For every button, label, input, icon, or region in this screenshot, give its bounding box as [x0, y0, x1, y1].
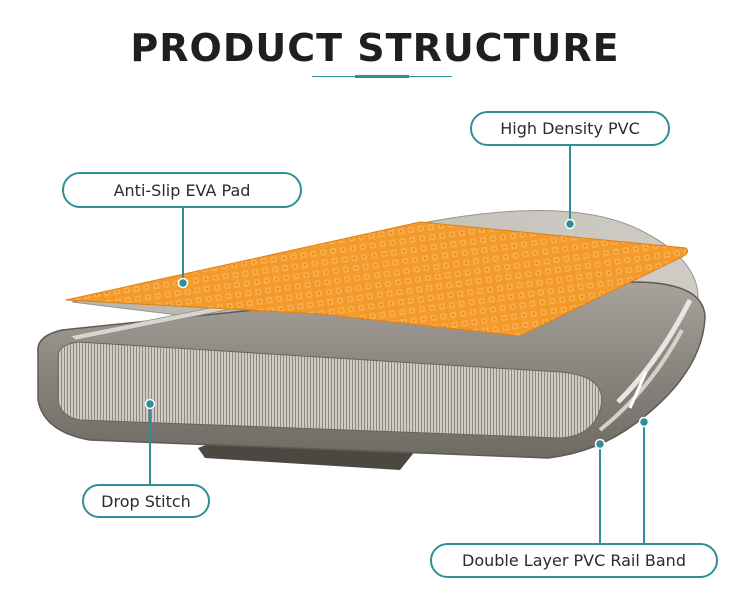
underline-accent: [355, 75, 409, 78]
dot-rail-band-2: [638, 416, 650, 428]
dot-drop-stitch: [144, 398, 156, 410]
dot-anti-slip-eva-pad: [177, 277, 189, 289]
dot-rail-band-1: [594, 438, 606, 450]
rail-band-edge: [628, 371, 648, 409]
rail-band-inner: [598, 329, 684, 432]
drop-stitch-core: [57, 341, 602, 439]
label-double-layer-pvc-rail-band: Double Layer PVC Rail Band: [430, 543, 718, 578]
page-title: PRODUCT STRUCTURE: [130, 26, 620, 70]
title-underline: [312, 75, 452, 79]
label-high-density-pvc: High Density PVC: [470, 111, 670, 146]
label-anti-slip-eva-pad: Anti-Slip EVA Pad: [62, 172, 302, 208]
label-drop-stitch: Drop Stitch: [82, 484, 210, 518]
eva-pad: [65, 221, 689, 337]
rail-band-outer: [616, 298, 693, 404]
dot-high-density-pvc: [564, 218, 576, 230]
